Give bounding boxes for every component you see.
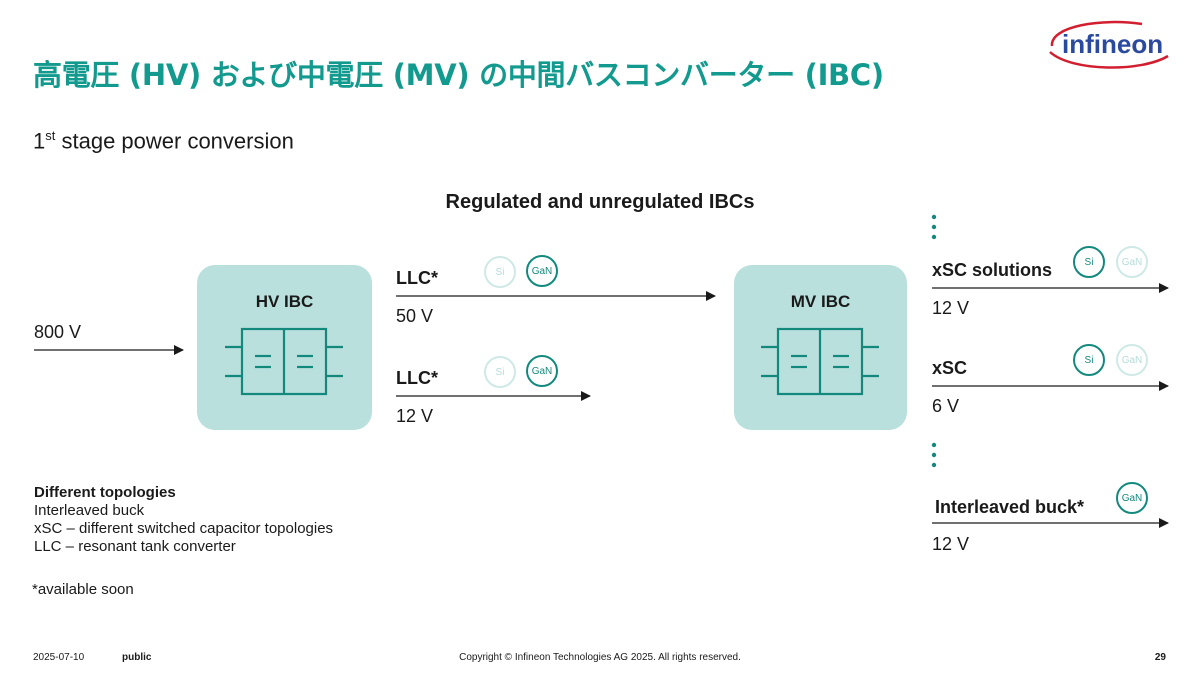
legend-item: Interleaved buck	[34, 502, 145, 519]
dc-dc-converter-icon	[225, 327, 343, 396]
mv-output-voltage: 12 V	[932, 298, 970, 318]
gan-badge: GaN	[1116, 482, 1148, 514]
ellipsis-dots-top	[931, 214, 937, 240]
footer-copyright: Copyright © Infineon Technologies AG 202…	[459, 652, 741, 663]
hv-ibc-box: HV IBC	[197, 265, 372, 430]
si-badge: Si	[1073, 246, 1105, 278]
gan-badge: GaN	[1116, 344, 1148, 376]
hv-output-label: LLC*	[396, 368, 438, 388]
footer-classification: public	[122, 652, 152, 663]
si-badge: Si	[484, 256, 516, 288]
si-badge: Si	[484, 356, 516, 388]
topology-legend: Different topologies Interleaved buck xS…	[34, 484, 333, 556]
infineon-logo: infineon	[1042, 16, 1172, 72]
hv-ibc-label: HV IBC	[255, 292, 314, 311]
logo-swoosh-bottom	[1049, 51, 1169, 69]
diagram-heading: Regulated and unregulated IBCs	[445, 191, 755, 213]
mv-ibc-label: MV IBC	[790, 292, 851, 311]
logo-text: infineon	[1062, 29, 1163, 59]
gan-badge: GaN	[1116, 246, 1148, 278]
section-subtitle: 1st stage power conversion	[33, 128, 294, 154]
mv-output-label: Interleaved buck*	[935, 497, 1085, 517]
logo-swoosh-top	[1050, 20, 1143, 47]
mv-output-voltage: 12 V	[932, 534, 970, 554]
input-voltage: 800 V	[34, 322, 82, 342]
mv-output-label: xSC solutions	[932, 260, 1053, 280]
legend-item: LLC – resonant tank converter	[34, 538, 236, 555]
subtitle-superscript: st	[45, 128, 56, 143]
page-title: 高電圧 (HV) および中電圧 (MV) の中間バスコンバーター (IBC)	[33, 58, 884, 92]
ellipsis-dots-middle	[931, 442, 937, 468]
hv-output-label: LLC*	[396, 268, 438, 288]
gan-badge: GaN	[526, 355, 558, 387]
page-number: 29	[1154, 652, 1166, 663]
subtitle-text: stage power conversion	[55, 128, 294, 154]
logo-graphic: infineon	[1049, 20, 1169, 69]
dc-dc-converter-icon	[761, 327, 879, 396]
gan-badge: GaN	[526, 255, 558, 287]
subtitle-prefix: 1	[33, 128, 46, 154]
hv-output-voltage: 50 V	[396, 306, 434, 326]
mv-output-label: xSC	[932, 358, 968, 378]
mv-output-voltage: 6 V	[932, 396, 960, 416]
footer-date: 2025-07-10	[33, 652, 85, 663]
mv-ibc-box: MV IBC	[734, 265, 907, 430]
legend-item: xSC – different switched capacitor topol…	[34, 520, 334, 537]
si-badge: Si	[1073, 344, 1105, 376]
legend-heading: Different topologies	[34, 484, 176, 501]
availability-note: *available soon	[32, 581, 134, 598]
hv-output-voltage: 12 V	[396, 406, 434, 426]
